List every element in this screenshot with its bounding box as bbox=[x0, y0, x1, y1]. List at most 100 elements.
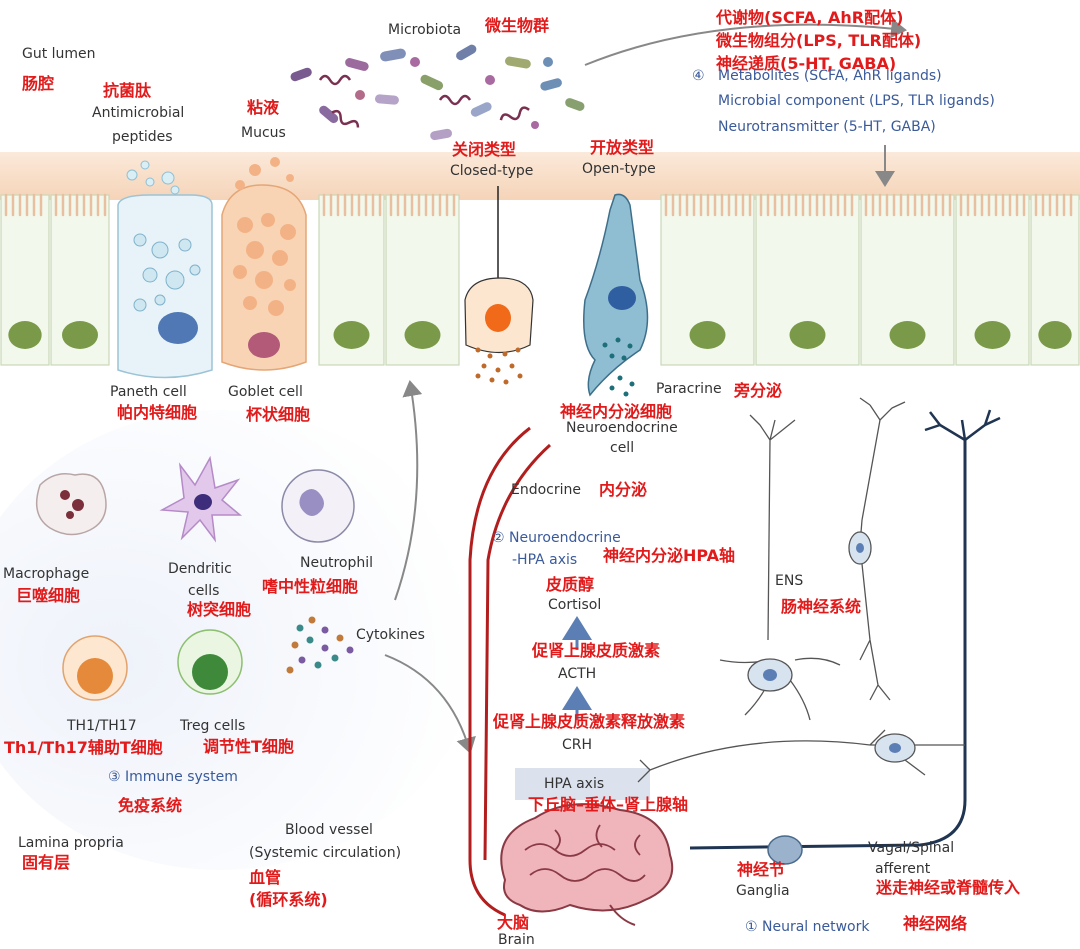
amp-cn-label: 抗菌肽 bbox=[103, 81, 152, 100]
macrophage-label: Macrophage bbox=[3, 566, 90, 582]
endocrine-cn-label: 内分泌 bbox=[599, 480, 648, 499]
neuroendocrine-cell-cn-label: 神经内分泌细胞 bbox=[560, 402, 673, 421]
th-cell-shape bbox=[62, 635, 128, 701]
amp-label-2: peptides bbox=[112, 129, 173, 145]
goblet-cell-shape bbox=[221, 157, 307, 371]
epithelial-cell bbox=[860, 193, 955, 366]
hpa-title-cn: 神经内分泌HPA轴 bbox=[603, 546, 736, 565]
treg-cn-label: 调节性T细胞 bbox=[203, 737, 294, 756]
mucus-label: Mucus bbox=[241, 125, 286, 141]
hpa-title-2: -HPA axis bbox=[512, 552, 578, 568]
lamina-propria-cn-label: 固有层 bbox=[22, 853, 71, 872]
th-label: TH1/TH17 bbox=[67, 718, 137, 734]
signal-number-4: ④ bbox=[692, 68, 705, 84]
cytokine-to-blood-arrow bbox=[384, 654, 476, 754]
endocrine-line-2 bbox=[483, 443, 552, 861]
goblet-label: Goblet cell bbox=[228, 384, 303, 400]
neuroendocrine-cell-label-2: cell bbox=[610, 440, 635, 456]
signal-en-1: Metabolites (SCFA, AhR ligands) bbox=[718, 68, 942, 84]
brain-label: Brain bbox=[498, 932, 535, 948]
immune-system-label: ③ Immune system bbox=[108, 769, 238, 785]
signal-curve-arrow bbox=[584, 18, 907, 66]
ens-cn-label: 肠神经系统 bbox=[781, 597, 862, 616]
ganglia-cn-label: 神经节 bbox=[737, 860, 786, 879]
crh-label: CRH bbox=[562, 737, 593, 753]
ganglia-label: Ganglia bbox=[736, 883, 790, 899]
epithelial-cell bbox=[50, 193, 110, 366]
endocrine-label: Endocrine bbox=[511, 482, 581, 498]
neutrophil-shape bbox=[281, 469, 355, 543]
ens-label: ENS bbox=[775, 573, 804, 589]
vagal-nerve bbox=[689, 440, 967, 850]
neural-network-cn-label: 神经网络 bbox=[903, 914, 968, 933]
blood-vessel-cn-label-2: (循环系统) bbox=[249, 890, 328, 909]
endocrine-line-1 bbox=[468, 426, 531, 917]
gut-lumen-label: Gut lumen bbox=[22, 46, 96, 62]
lamina-propria-shade bbox=[0, 410, 480, 870]
lamina-propria-label: Lamina propria bbox=[18, 835, 124, 851]
cortisol-cn-label: 皮质醇 bbox=[546, 575, 595, 594]
open-type-cell-shape bbox=[583, 193, 649, 397]
paneth-cell-shape bbox=[117, 160, 213, 379]
epithelial-cell bbox=[0, 193, 50, 366]
ens-neurons bbox=[637, 397, 965, 783]
hpa-axis-label: HPA axis bbox=[544, 776, 605, 792]
macrophage-shape bbox=[35, 473, 107, 536]
epithelial-cell bbox=[385, 193, 460, 366]
epithelial-cell bbox=[755, 193, 860, 366]
epithelial-cell bbox=[318, 193, 385, 366]
signal-cn-3: 神经递质(5-HT, GABA) bbox=[716, 54, 897, 73]
th-cn-label: Th1/Th17辅助T细胞 bbox=[4, 738, 163, 757]
goblet-cn-label: 杯状细胞 bbox=[246, 405, 311, 424]
treg-cell-shape bbox=[177, 629, 243, 695]
crh-cn-label: 促肾上腺皮质激素释放激素 bbox=[493, 712, 686, 731]
ganglia-shape bbox=[767, 835, 803, 865]
hpa-axis-box bbox=[515, 768, 650, 800]
macrophage-cn-label: 巨噬细胞 bbox=[16, 586, 81, 605]
acth-label: ACTH bbox=[558, 666, 597, 682]
cytokines-label: Cytokines bbox=[356, 627, 425, 643]
open-type-cn-label: 开放类型 bbox=[590, 138, 655, 157]
neutrophil-label: Neutrophil bbox=[300, 555, 374, 571]
microbiota-cn-label: 微生物群 bbox=[485, 16, 550, 35]
neural-network-label: ① Neural network bbox=[745, 919, 870, 935]
amp-label-1: Antimicrobial bbox=[92, 105, 185, 121]
dendritic-label-2: cells bbox=[188, 583, 220, 599]
neutrophil-cn-label: 嗜中性粒细胞 bbox=[262, 577, 359, 596]
blood-vessel-label-2: (Systemic circulation) bbox=[249, 845, 402, 861]
blood-vessel-label-1: Blood vessel bbox=[285, 822, 373, 838]
blood-vessel-cn-label-1: 血管 bbox=[249, 868, 282, 887]
closed-type-cell-shape bbox=[464, 186, 534, 385]
brain-cn-label: 大脑 bbox=[497, 913, 530, 932]
signal-cn-1: 代谢物(SCFA, AhR配体) bbox=[716, 8, 904, 27]
epithelial-cell bbox=[1030, 193, 1080, 366]
vagal-label-2: afferent bbox=[875, 861, 931, 877]
paneth-label: Paneth cell bbox=[110, 384, 187, 400]
epithelium bbox=[0, 193, 1080, 366]
epithelial-cell bbox=[660, 193, 755, 366]
paracrine-label: Paracrine bbox=[656, 381, 722, 397]
hpa-title-1: ② Neuroendocrine bbox=[492, 530, 621, 546]
vagal-nerve-branches bbox=[924, 409, 1001, 442]
epithelial-cell bbox=[955, 193, 1030, 366]
immune-to-epithelium-arrow bbox=[394, 380, 423, 601]
dendritic-cell-shape bbox=[159, 455, 243, 543]
signal-cn-2: 微生物组分(LPS, TLR配体) bbox=[716, 31, 922, 50]
immune-system-cn-label: 免疫系统 bbox=[118, 796, 183, 815]
lumen-band bbox=[0, 152, 1080, 200]
vagal-cn-label: 迷走神经或脊髓传入 bbox=[876, 878, 1021, 897]
closed-type-label: Closed-type bbox=[450, 163, 534, 179]
signal-en-3: Neurotransmitter (5-HT, GABA) bbox=[718, 119, 936, 135]
mucus-cn-label: 粘液 bbox=[247, 98, 280, 117]
open-type-label: Open-type bbox=[582, 161, 656, 177]
microbiota-label: Microbiota bbox=[388, 22, 462, 38]
hpa-axis-cn-label: 下丘脑–垂体–肾上腺轴 bbox=[528, 795, 689, 814]
dendritic-cn-label: 树突细胞 bbox=[187, 600, 252, 619]
paneth-cn-label: 帕内特细胞 bbox=[117, 403, 198, 422]
cortisol-label: Cortisol bbox=[548, 597, 602, 613]
acth-cn-label: 促肾上腺皮质激素 bbox=[532, 641, 661, 660]
signal-en-2: Microbial component (LPS, TLR ligands) bbox=[718, 93, 995, 109]
closed-type-cn-label: 关闭类型 bbox=[452, 140, 517, 159]
gut-lumen-cn-label: 肠腔 bbox=[22, 74, 55, 93]
